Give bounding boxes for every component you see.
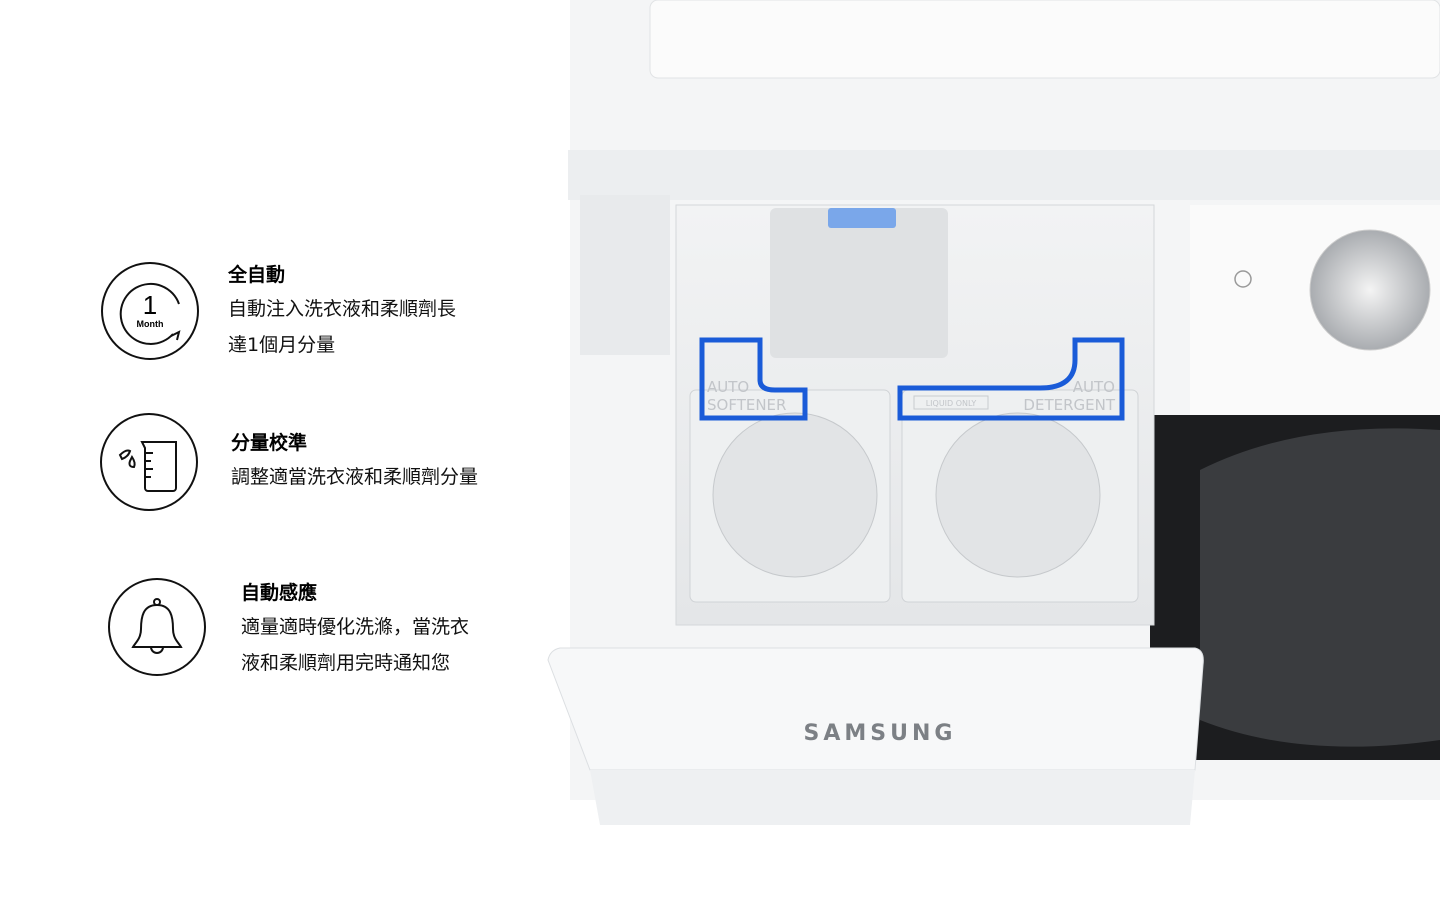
- feature-title: 自動感應: [241, 582, 318, 604]
- icon-caption: Month: [137, 319, 164, 329]
- brand-logo: SAMSUNG: [804, 721, 957, 746]
- softener-highlight: [699, 337, 808, 421]
- feature-description-line: 調整適當洗衣液和柔順劑分量: [231, 466, 479, 488]
- feature-description-line: 達1個月分量: [228, 334, 336, 356]
- power-icon: [1234, 270, 1252, 288]
- feature-title: 分量校準: [231, 432, 308, 454]
- measuring-cup-drops-icon: [100, 413, 198, 511]
- detergent-highlight: [897, 337, 1125, 421]
- feature-title: 全自動: [228, 264, 286, 286]
- washing-machine-image: AUTO SOFTENER AUTO DETERGENT LIQUID ONLY…: [547, 0, 1440, 825]
- icon-number: 1: [143, 290, 157, 320]
- one-month-icon: 1 Month: [101, 262, 199, 360]
- detergent-label: DETERGENT: [1023, 396, 1115, 414]
- bell-icon: [108, 578, 206, 676]
- detergent-label: AUTO: [1073, 378, 1115, 396]
- feature-description-line: 自動注入洗衣液和柔順劑長: [228, 298, 457, 320]
- liquid-only-label: LIQUID ONLY: [926, 399, 977, 408]
- softener-label: SOFTENER: [707, 396, 786, 414]
- feature-description-line: 適量適時優化洗滌，當洗衣: [241, 616, 470, 638]
- softener-label: AUTO: [707, 378, 749, 396]
- feature-description-line: 液和柔順劑用完時通知您: [241, 652, 451, 674]
